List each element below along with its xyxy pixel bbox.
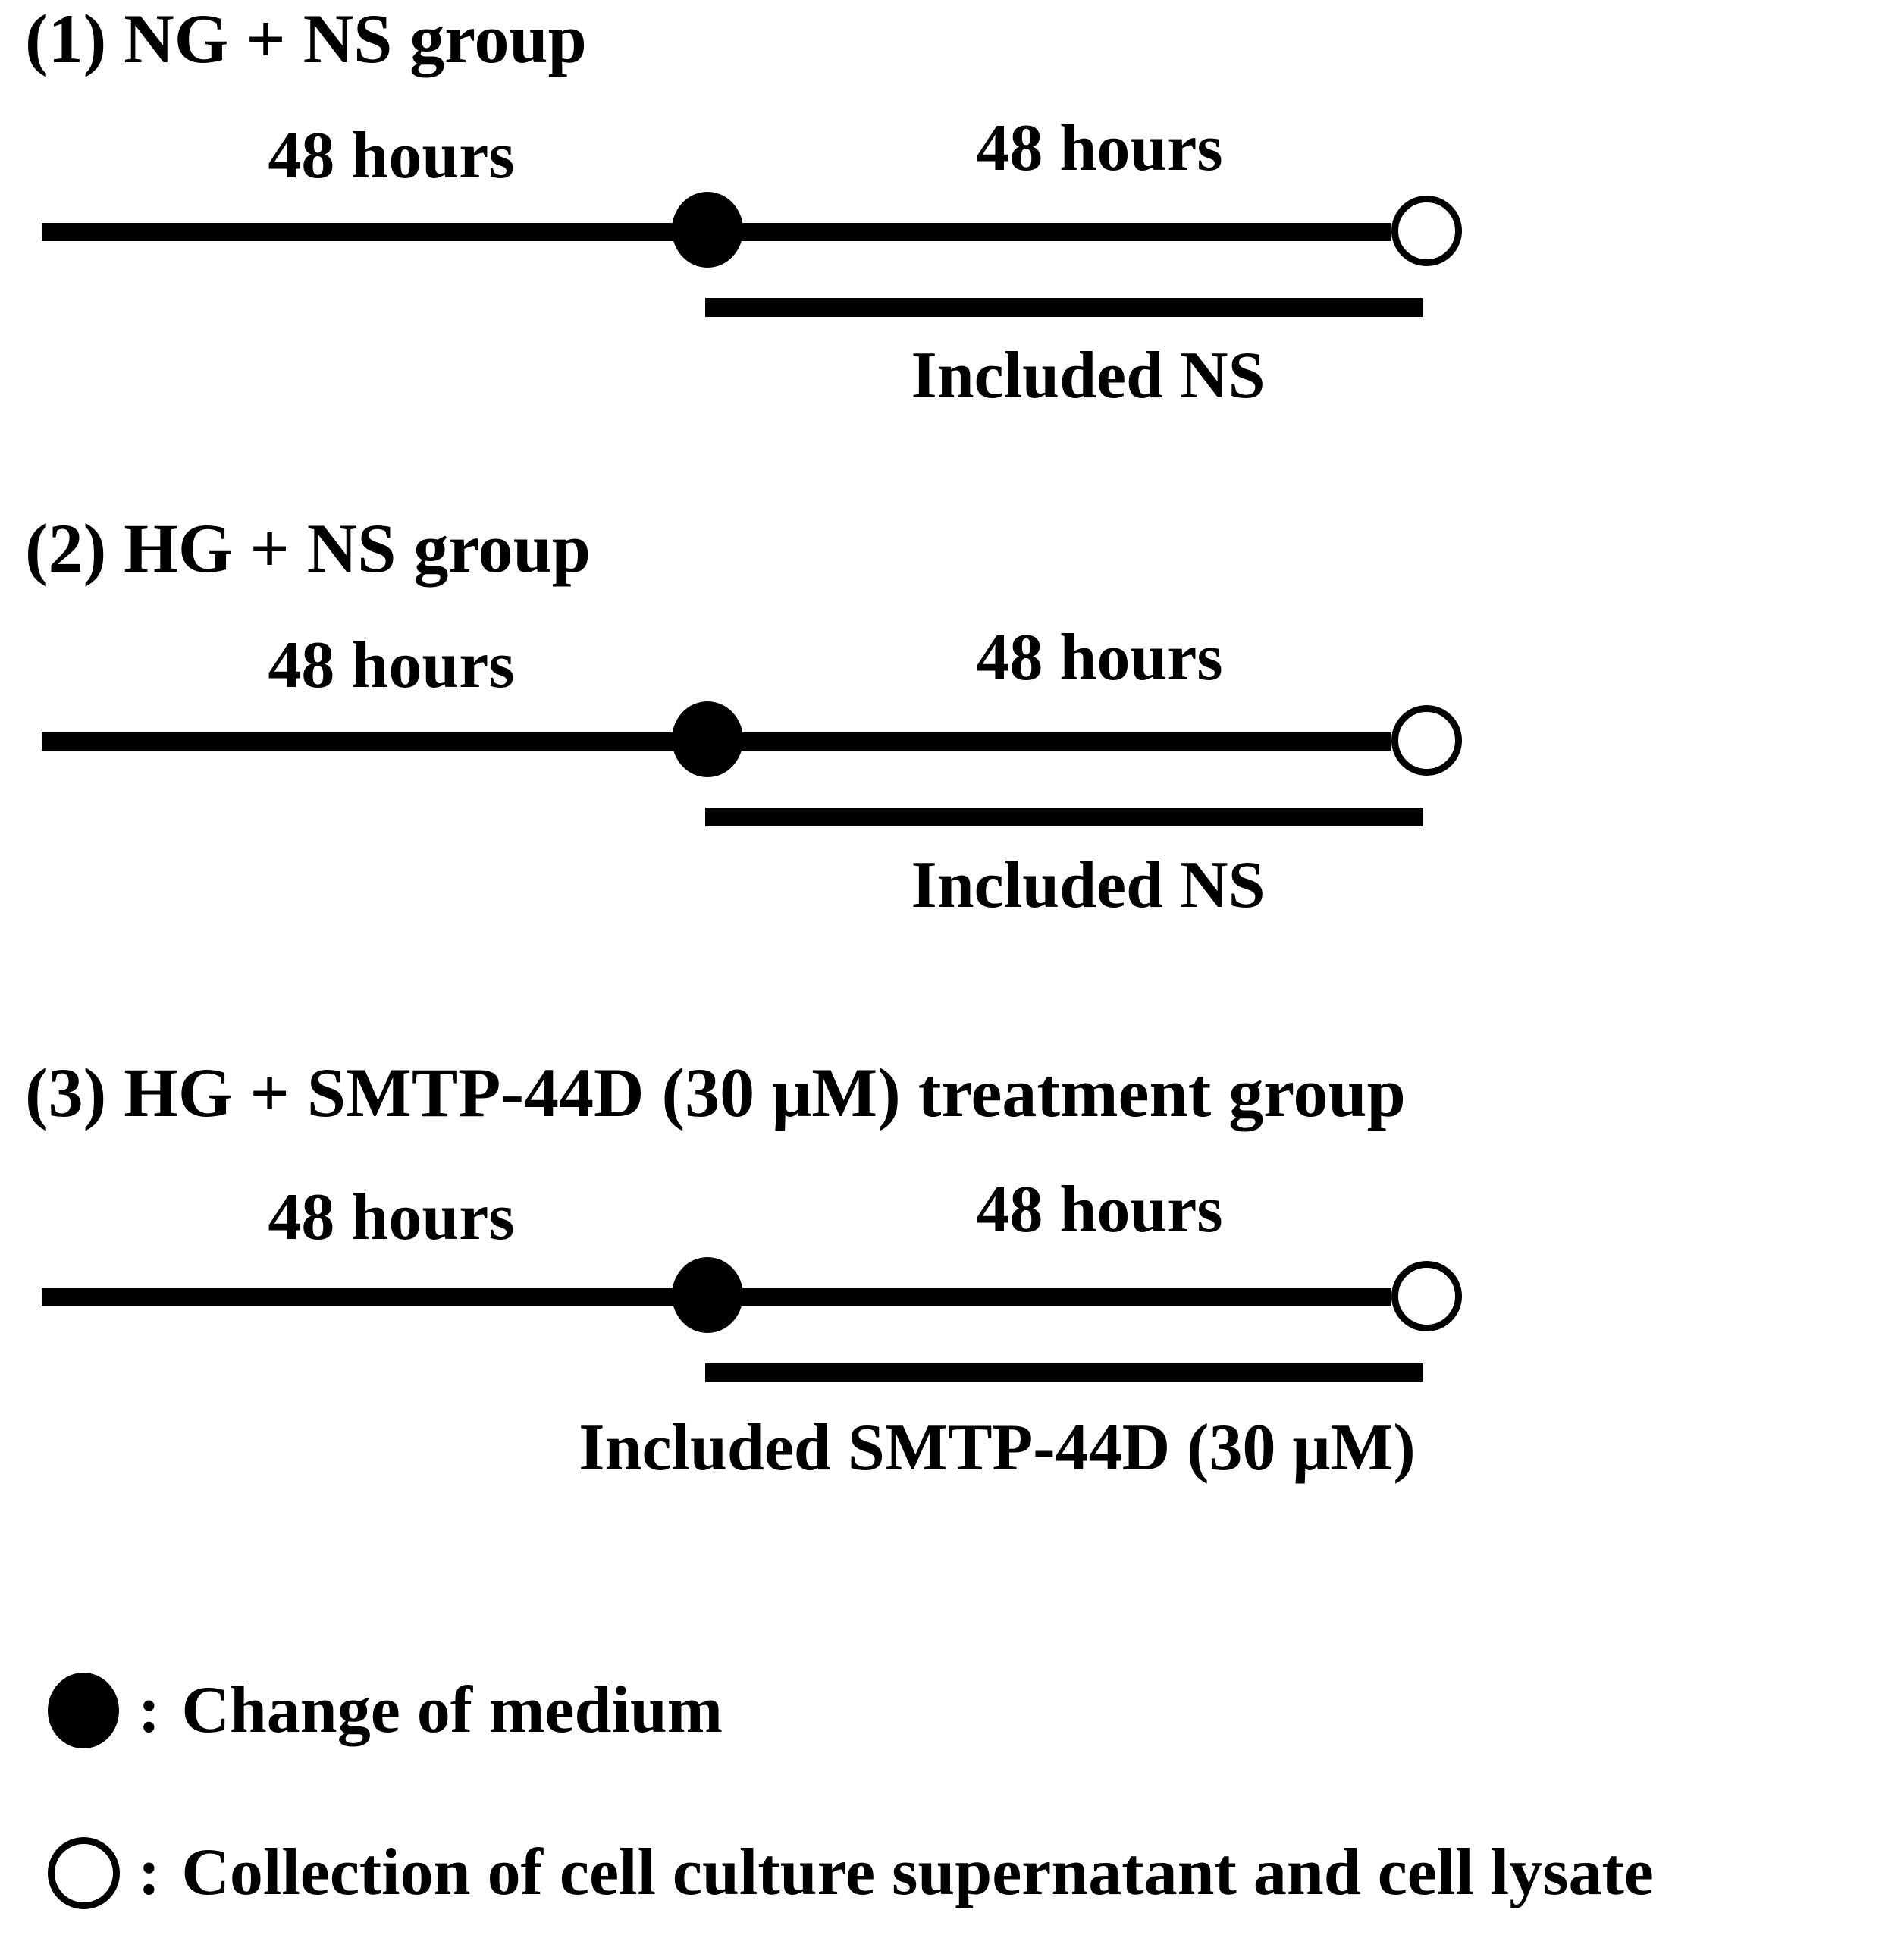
- group-3-title: (3) HG + SMTP-44D (30 μM) treatment grou…: [25, 1054, 1406, 1131]
- group-3-phase-2-duration-label: 48 hours: [976, 1173, 1223, 1247]
- group-3-included-period-bar: [705, 1363, 1423, 1382]
- group-1-title: (1) NG + NS group: [25, 0, 587, 77]
- legend-separator: :: [138, 1836, 161, 1909]
- legend-item-collection: : Collection of cell culture supernatant …: [138, 1835, 1654, 1911]
- group-2-medium-change-marker-icon: [672, 701, 743, 777]
- legend-filled-circle-icon: [48, 1673, 119, 1748]
- legend-label-change-of-medium: Change of medium: [181, 1673, 723, 1747]
- legend-open-circle-icon: [48, 1837, 120, 1909]
- group-1-included-label: Included NS: [911, 339, 1266, 412]
- group-3-collection-marker-icon: [1391, 1261, 1462, 1331]
- group-2-collection-marker-icon: [1391, 705, 1462, 776]
- legend-label-collection: Collection of cell culture supernatant a…: [181, 1836, 1654, 1909]
- legend-item-change-of-medium: : Change of medium: [138, 1673, 723, 1748]
- group-2-included-period-bar: [705, 808, 1423, 826]
- group-1-phase-2-duration-label: 48 hours: [976, 111, 1223, 185]
- group-3-medium-change-marker-icon: [672, 1257, 743, 1333]
- group-1-collection-marker-icon: [1391, 196, 1462, 266]
- group-1-included-period-bar: [705, 298, 1423, 317]
- group-2-title: (2) HG + NS group: [25, 510, 591, 587]
- group-2-phase-1-duration-label: 48 hours: [268, 629, 515, 702]
- group-3-included-label: Included SMTP-44D (30 μM): [579, 1411, 1416, 1485]
- group-1-medium-change-marker-icon: [672, 192, 743, 268]
- group-2-included-label: Included NS: [911, 848, 1266, 922]
- group-1-phase-1-duration-label: 48 hours: [268, 119, 515, 193]
- legend-separator: :: [138, 1673, 161, 1747]
- group-2-phase-2-duration-label: 48 hours: [976, 621, 1223, 695]
- group-3-phase-1-duration-label: 48 hours: [268, 1181, 515, 1254]
